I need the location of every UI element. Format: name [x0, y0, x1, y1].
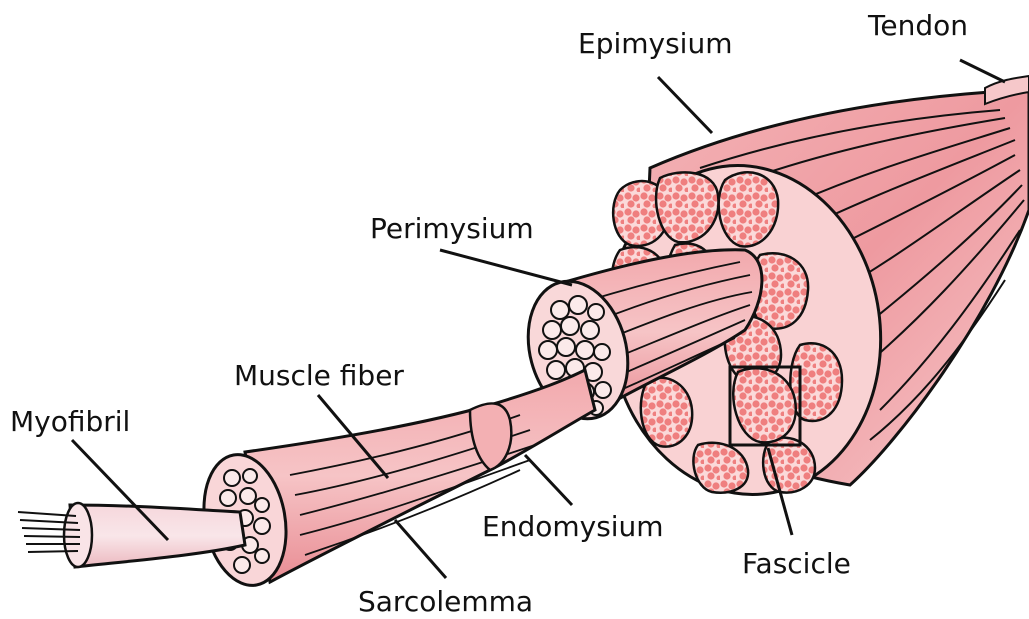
- myofibril: [18, 503, 245, 567]
- leader-sarcolemma: [395, 520, 446, 578]
- label-epimysium: Epimysium: [578, 30, 732, 58]
- leader-perimysium: [440, 250, 572, 285]
- label-muscle-fiber: Muscle fiber: [234, 362, 404, 390]
- label-endomysium: Endomysium: [482, 513, 664, 541]
- label-tendon: Tendon: [868, 12, 968, 40]
- leader-endomysium: [525, 455, 572, 505]
- label-sarcolemma: Sarcolemma: [358, 588, 533, 616]
- muscle-fiber: [194, 370, 595, 592]
- leader-epimysium: [658, 77, 712, 133]
- label-myofibril: Myofibril: [10, 408, 130, 436]
- label-fascicle: Fascicle: [742, 550, 851, 578]
- leader-tendon: [960, 60, 1005, 82]
- label-perimysium: Perimysium: [370, 215, 534, 243]
